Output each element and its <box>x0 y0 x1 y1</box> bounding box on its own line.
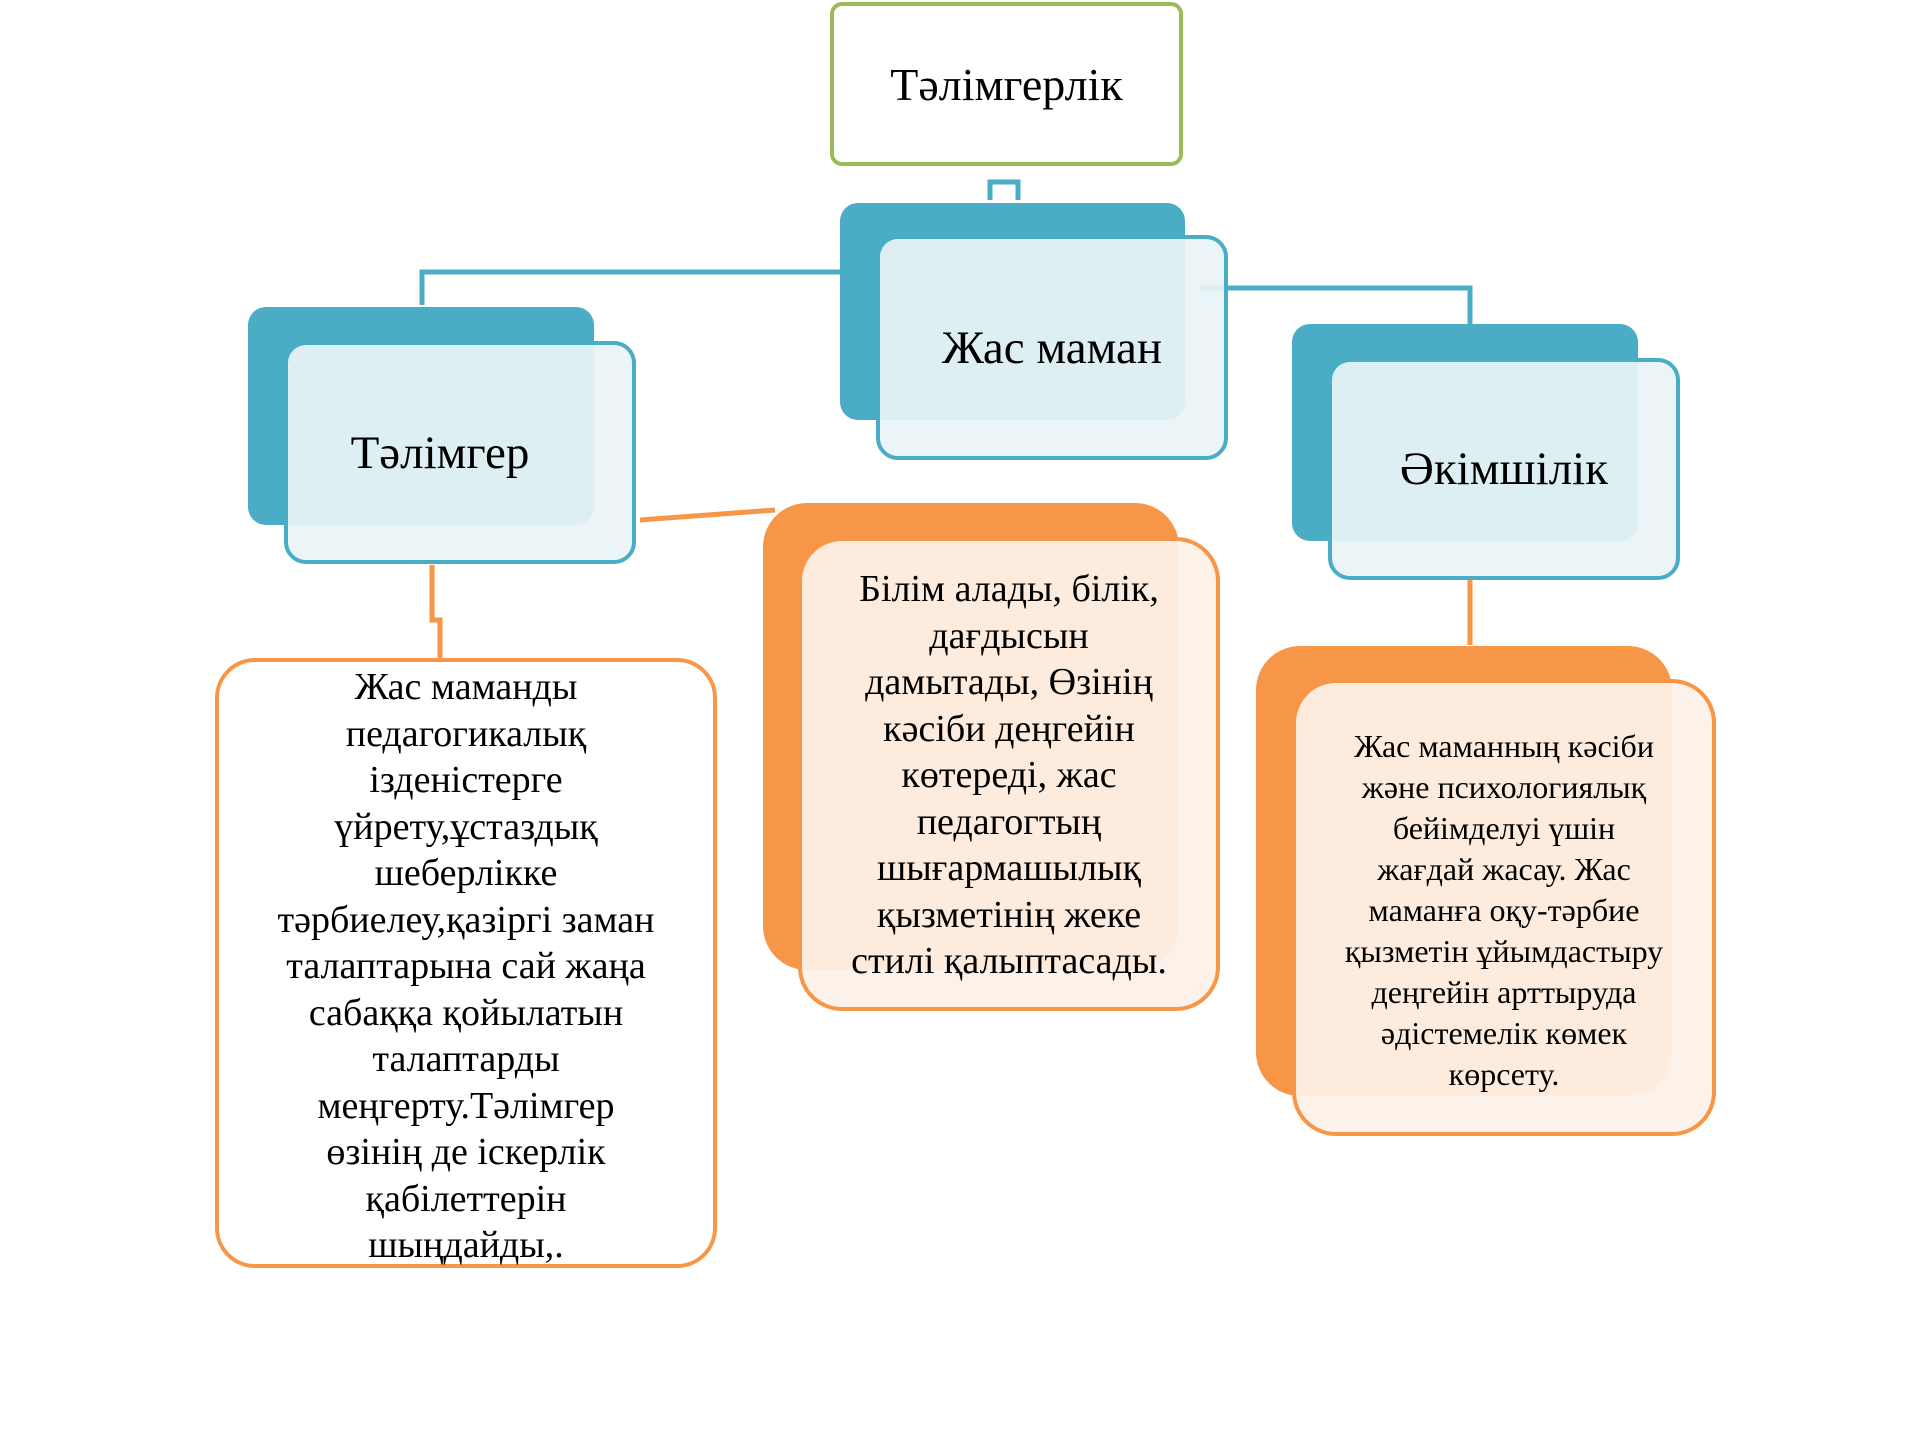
akimshilik-node: Әкімшілік <box>1328 358 1680 580</box>
root-connector <box>987 179 1021 200</box>
akimshilik-description-box <box>1292 679 1716 1136</box>
zhas-maman-description-box <box>798 537 1220 1011</box>
zhas-maman-description: Білім алады, білік, дағдысын дамытады, Ө… <box>851 568 1167 982</box>
talimger-node: Тәлімгер <box>284 341 636 564</box>
akimshilik-label: Әкімшілік <box>1399 443 1609 495</box>
talimger-description: Жас маманды педагогикалық ізденістерге ү… <box>277 666 655 1266</box>
root-label: Тәлімгерлік <box>890 58 1123 110</box>
root-node: Тәлімгерлік <box>830 2 1183 166</box>
akimshilik-description: Жас маманның кәсіби және психологиялық б… <box>1344 728 1664 1092</box>
connector-talimger-zhas-maman-desc <box>639 507 776 523</box>
connector-talimger-desc <box>429 565 443 658</box>
talimger-label: Тәлімгер <box>350 426 530 479</box>
connector-zhas-maman-talimger <box>419 269 845 305</box>
talimger-description-box <box>215 658 717 1268</box>
zhas-maman-node: Жас маман <box>876 235 1228 460</box>
connector-zhas-maman-akimshilik <box>1200 285 1473 324</box>
zhas-maman-label: Жас маман <box>941 321 1163 374</box>
